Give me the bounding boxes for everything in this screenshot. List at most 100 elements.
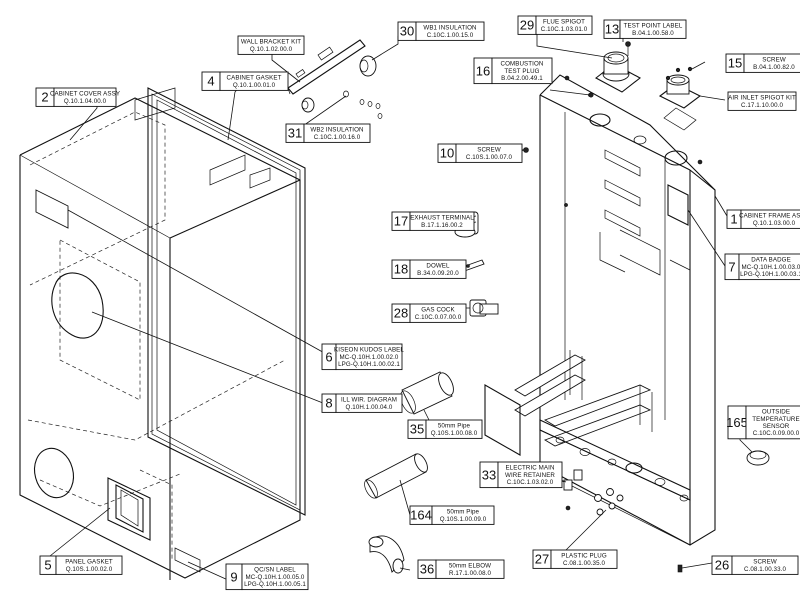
part-number: 165 xyxy=(726,415,748,430)
part-number: 29 xyxy=(520,18,534,33)
callout-name-box xyxy=(731,555,799,575)
part-code: C.08.1.00.35.0 xyxy=(563,560,605,567)
electric-wire-retainers xyxy=(563,469,583,511)
pipe-35 xyxy=(400,371,454,415)
temperature-sensor xyxy=(746,450,770,466)
part-code: R.17.1.00.08.0 xyxy=(449,570,491,577)
part-name: SCREW xyxy=(753,559,777,566)
part-number: 9 xyxy=(230,569,237,584)
callout-name-box xyxy=(219,71,289,91)
callout-name-box xyxy=(53,87,117,107)
part-code: TEST PLUG xyxy=(504,68,539,75)
part-name: ILL WIR. DIAGRAM xyxy=(341,397,397,404)
part-number: 18 xyxy=(394,262,408,277)
part-name: EXHAUST TERMINAL xyxy=(410,215,474,222)
part-code: LPG-Q.10H.1.00.05.1 xyxy=(244,581,306,588)
cabinet-gasket xyxy=(134,87,306,516)
pipe-164 xyxy=(364,453,428,499)
part-code: C.08.1.00.33.0 xyxy=(744,566,786,573)
callout-name-box xyxy=(335,343,403,371)
callout-name-box xyxy=(745,405,800,440)
cabinet-cover xyxy=(19,97,301,580)
part-number: 33 xyxy=(482,467,496,482)
callout-name-box xyxy=(335,393,403,413)
part-number: 16 xyxy=(476,63,490,78)
callout-name-box xyxy=(409,303,467,323)
screw-26 xyxy=(677,564,683,573)
part-code: Q.10S.1.00.02.0 xyxy=(66,566,113,573)
part-name: DATA BADGE xyxy=(751,257,791,264)
part-name: 50mm ELBOW xyxy=(449,563,491,570)
callout-name-box xyxy=(241,563,309,591)
callout-name-box xyxy=(425,419,483,439)
part-code: B.34.0.09.20.0 xyxy=(417,270,459,277)
part-number: 6 xyxy=(325,349,332,364)
part-code: Q.10.1.02.00.0 xyxy=(250,46,293,53)
callout-name-box xyxy=(431,505,495,525)
part-name: SCREW xyxy=(477,147,501,154)
part-number: 10 xyxy=(440,146,454,161)
part-number: 5 xyxy=(44,558,51,573)
air-inlet-spigot xyxy=(658,67,702,131)
part-number: 28 xyxy=(394,306,408,321)
part-code: C.10C.0.07.00.0 xyxy=(415,314,462,321)
part-name: CABINET GASKET xyxy=(227,75,282,82)
part-code: C.10C.1.00.15.0 xyxy=(427,32,474,39)
part-number: 2 xyxy=(41,90,48,105)
callout-name-box xyxy=(55,555,123,575)
callout-name-box xyxy=(535,15,593,35)
part-code: B.04.2.00.49.1 xyxy=(501,75,543,82)
part-name: 50mm Pipe xyxy=(438,423,471,430)
callout-name-box xyxy=(409,259,467,279)
part-code: B.04.1.00.82.0 xyxy=(753,64,795,71)
part-code: MC-Q.10H.1.00.03.0 xyxy=(742,264,800,271)
part-number: 17 xyxy=(394,214,408,229)
part-number: 8 xyxy=(325,396,332,411)
elbow-36 xyxy=(368,535,405,574)
part-name: SCREW xyxy=(762,57,786,64)
part-name: QC/SN LABEL xyxy=(254,567,296,574)
callout-name-box xyxy=(743,53,800,73)
part-name: TEST POINT LABEL xyxy=(624,23,683,30)
part-code: TEMPERATURE xyxy=(752,416,799,423)
part-code: Q.10.1.03.00.0 xyxy=(753,220,796,227)
part-name: ELECTRIC MAIN xyxy=(505,465,554,472)
part-code: SENSOR xyxy=(763,423,790,430)
part-code: LPG-Q.10H.1.00.02.1 xyxy=(338,361,400,368)
part-name: DOWEL xyxy=(426,263,450,270)
callout-name-box xyxy=(727,91,797,111)
callout-name-box xyxy=(497,461,563,489)
callout-name-box xyxy=(550,549,618,569)
part-name: COMBUSTION xyxy=(501,61,544,68)
cabinet-frame xyxy=(484,74,716,546)
callout-name-box xyxy=(435,559,505,579)
plastic-plugs xyxy=(594,488,624,516)
part-code: MC-Q.10H.1.00.05.0 xyxy=(246,574,305,581)
part-code: Q.10S.1.00.08.0 xyxy=(431,430,478,437)
part-name: WB1 INSULATION xyxy=(423,25,476,32)
part-name: PANEL GASKET xyxy=(65,559,113,566)
part-number: 30 xyxy=(400,24,414,39)
part-number: 4 xyxy=(207,74,214,89)
flue-spigot xyxy=(594,41,642,93)
part-number: 26 xyxy=(715,558,729,573)
part-code: MC-Q.10H.1.00.02.0 xyxy=(340,354,399,361)
wall-bracket xyxy=(287,39,383,119)
part-number: 13 xyxy=(605,22,619,37)
part-code: B.04.1.00.58.0 xyxy=(632,30,674,37)
callout-name-box xyxy=(303,123,371,143)
part-number: 7 xyxy=(728,259,735,274)
part-code: C.10C.1.03.01.0 xyxy=(541,26,588,33)
